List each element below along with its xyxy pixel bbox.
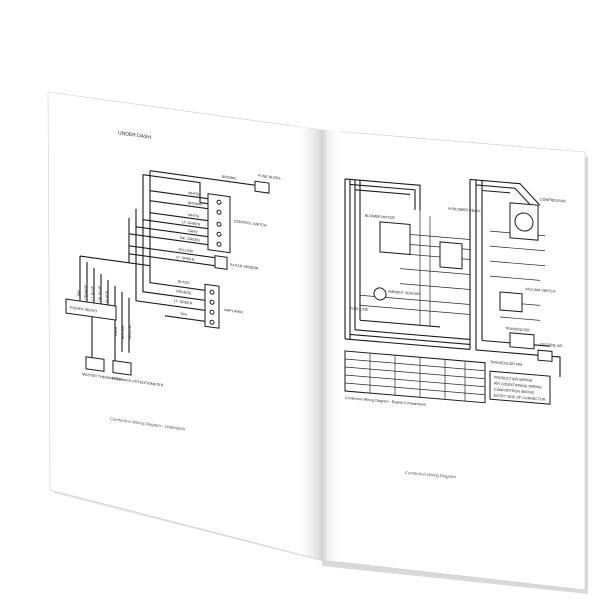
fuse-block-symbol (254, 180, 270, 194)
fuse-block-label: FUSE BLOCK (258, 174, 281, 181)
master-thermister-symbol (85, 356, 105, 372)
transducer-aim-label: TRANSDUCER AIM (490, 360, 522, 367)
in-car-sensor-symbol (214, 255, 228, 270)
transducer-symbol (509, 332, 535, 350)
wire-label-dk-green: DK. GREEN (180, 236, 200, 243)
vacuum-switch-symbol (499, 291, 523, 313)
wire-label-lt-green-2: LT. GREEN (176, 255, 195, 262)
legend-item-3: COMFORTRON WIRING (494, 388, 535, 395)
amplifier-symbol (204, 283, 220, 329)
feedback-potentiometer-label: FEEDBACK POTENTIOMETER (112, 376, 164, 387)
vwire-tan: TAN (77, 289, 81, 297)
vwire-yellow: YELLOW (128, 324, 132, 340)
legend-item-1: PRODUCTION WIRING (494, 376, 533, 383)
wire-label-brown-1: BROWN (222, 175, 236, 181)
hi-blower-label: HI BLOWER RELAY (448, 207, 481, 214)
blower-motor-symbol (379, 221, 411, 255)
right-page: HI BLOWER RELAY BLOWER MOTOR VACUUM SWIT… (321, 129, 586, 591)
vacuum-switch-label: VACUUM SWITCH (525, 287, 556, 294)
vwire-orange: ORANGE (84, 283, 88, 300)
wire-label-black: BLACK (178, 280, 190, 286)
legend-item-2: AIR CONDITIONING WIRING (494, 382, 542, 390)
connector-table (344, 350, 486, 404)
wire-label-orange: ORANGE (176, 289, 192, 295)
outside-air-symbol (537, 349, 553, 362)
vwire-brown: BROWN (121, 325, 125, 340)
wire-label-brown-2: BROWN (188, 201, 202, 207)
master-thermister-label: MASTER THERMISTER (82, 372, 122, 381)
vwire-lt-blue: LT. BLUE (91, 285, 95, 301)
power-servo-symbol (65, 298, 117, 321)
wire-labels: BROWN WHITE BROWN WHITE LT. GREEN GRAY D… (174, 175, 236, 317)
wire-label-white-1: WHITE (188, 191, 200, 197)
in-car-sensor-label: IN-CAR SENSOR (230, 263, 259, 271)
header-label: UNDER DASH (118, 130, 151, 141)
compressor-label: COMPRESSOR (540, 197, 566, 203)
vwire-dk-blue: DK. BLUE (98, 285, 102, 303)
outside-air-label: OUTSIDE AIR (540, 342, 563, 348)
amplifier-label: AMPLIFIER (224, 308, 243, 315)
right-page-diagram: HI BLOWER RELAY BLOWER MOTOR VACUUM SWIT… (344, 178, 566, 479)
hi-blower-relay-symbol (439, 241, 463, 270)
vwire-black: BLACK (105, 290, 109, 303)
fuel-line-label: FUEL LINE (350, 306, 369, 312)
wire-label-lt-green-1: LT. GREEN (182, 220, 201, 227)
right-page-caption: Comfortron Wiring Diagram (405, 470, 456, 479)
wire-label-gray: GRAY (188, 229, 199, 234)
left-page: UNDER DASH BROWN WHITE BROWN WHITE LT. G… (47, 91, 323, 561)
blower-motor-label: BLOWER MOTOR (365, 214, 395, 221)
wire-label-yellow: YELLOW (178, 248, 194, 254)
right-page-title: Comfortron Wiring Diagram - Engine Compa… (345, 396, 426, 407)
vertical-wire-labels: TAN ORANGE LT. BLUE DK. BLUE BLACK GRAY … (77, 283, 132, 340)
control-switch-label: CONTROL SWITCH (234, 219, 267, 228)
wire-label-lt-green-3: LT. GREEN (174, 299, 193, 306)
left-page-diagram: UNDER DASH BROWN WHITE BROWN WHITE LT. G… (65, 130, 281, 432)
feedback-potentiometer-symbol (112, 360, 132, 376)
transducer-label: TRANSDUCER (505, 326, 530, 332)
power-servo-label: POWER SERVO (70, 306, 97, 314)
ambient-label: AMBIENT SENSOR (388, 290, 420, 297)
vwire-gray: GRAY (114, 325, 118, 336)
legend: PRODUCTION WIRING AIR CONDITIONING WIRIN… (489, 370, 551, 405)
ambient-sensor-symbol (373, 287, 387, 301)
wire-label-white-2: WHITE (188, 213, 200, 219)
legend-item-4: ENTRY SIDE OF CONNECTOR (494, 394, 546, 402)
wire-label-tan: TAN (180, 312, 187, 317)
compressor-clutch-symbol (514, 212, 534, 232)
